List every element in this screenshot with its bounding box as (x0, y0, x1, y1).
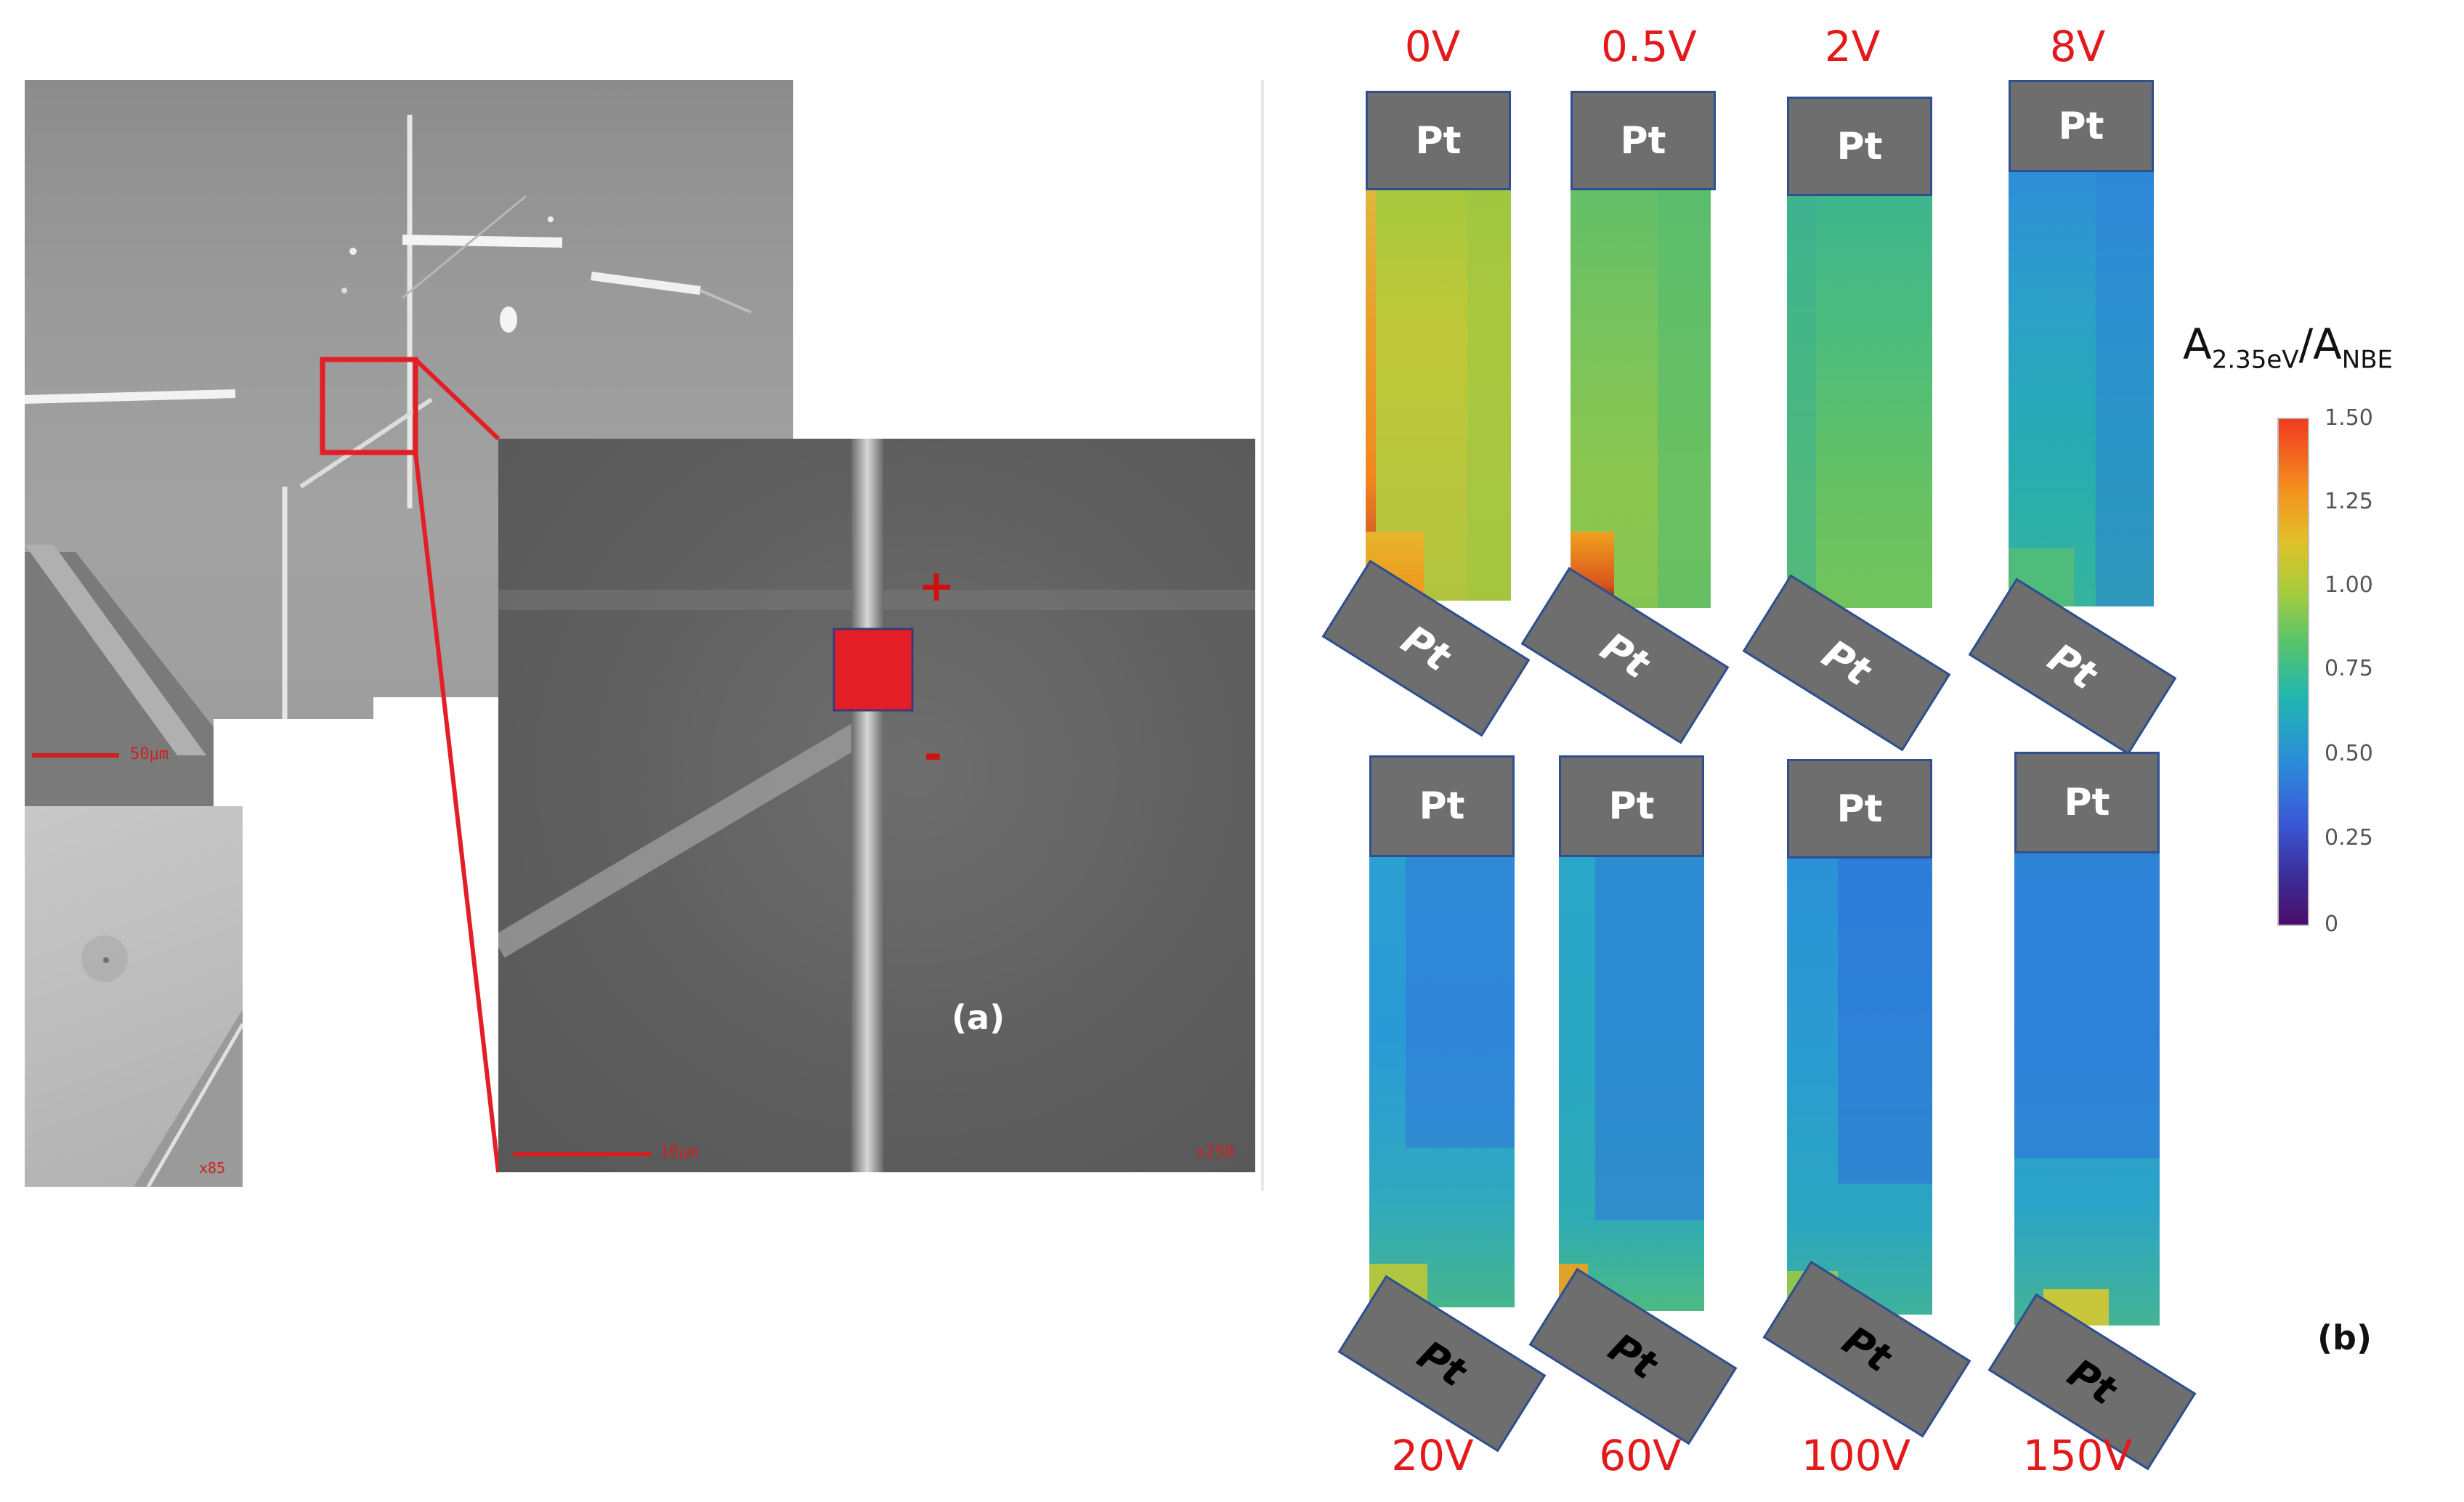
colorbar-tick-2: 1.25 (2325, 489, 2373, 514)
panel-a-label: (a) (952, 998, 1005, 1037)
pt-contact-top-2V: Pt (1787, 97, 1932, 196)
voltage-label-bottom-1: 20V (1391, 1431, 1474, 1480)
cl-map-150V (2014, 853, 2160, 1326)
sem-zoom-drawing (498, 439, 1255, 1172)
colorbar-tick-7: 0 (2325, 912, 2339, 937)
colorbar (2277, 418, 2309, 926)
cl-map-2V (1787, 190, 1932, 608)
cl-map-0.5V (1571, 190, 1711, 608)
cl-map-0V (1366, 190, 1511, 601)
sem-low-mag-inset: x85 (25, 806, 243, 1187)
colorbar-title-sub2: NBE (2341, 345, 2394, 375)
colorbar-tick-6: 0.25 (2325, 825, 2373, 851)
colorbar-title: A2.35eV/ANBE (2183, 320, 2393, 375)
pt-contact-top-8V: Pt (2009, 80, 2154, 172)
colorbar-tick-5: 0.50 (2325, 741, 2373, 766)
colorbar-tick-3: 1.00 (2325, 572, 2373, 598)
pt-contact-top-0V: Pt (1366, 91, 1511, 190)
voltage-label-top-3: 2V (1824, 22, 1881, 71)
voltage-label-top-1: 0V (1404, 22, 1461, 71)
cl-map-8V (2009, 171, 2154, 606)
blank-area (793, 80, 1255, 439)
pt-contact-top-150V: Pt (2014, 752, 2160, 853)
inset-magnification: x85 (199, 1159, 226, 1177)
scale-bar-label-zoom: 10μm (660, 1143, 698, 1161)
sem-zoomed-image: + - (a) 10μm x250 (498, 439, 1255, 1172)
pt-contact-top-0.5V: Pt (1571, 91, 1716, 190)
positive-terminal-label: + (918, 561, 955, 612)
colorbar-title-sub1: 2.35eV (2211, 345, 2299, 375)
pt-contact-top-20V: Pt (1369, 755, 1515, 857)
voltage-label-bottom-4: 150V (2022, 1431, 2133, 1480)
cl-map-100V (1787, 857, 1932, 1315)
colorbar-tick-1: 1.50 (2325, 405, 2373, 431)
voltage-label-bottom-2: 60V (1599, 1431, 1682, 1480)
pt-contact-top-100V: Pt (1787, 759, 1932, 858)
negative-terminal-label: - (924, 729, 942, 780)
voltage-label-top-4: 8V (2049, 22, 2106, 71)
colorbar-title-slash: /A (2298, 320, 2342, 369)
pt-contact-top-60V: Pt (1559, 755, 1704, 857)
colorbar-tick-4: 0.75 (2325, 656, 2373, 681)
scale-bar-label-main: 50μm (130, 745, 169, 763)
sem-inset-drawing (81, 935, 243, 1187)
cl-map-20V (1369, 857, 1515, 1307)
cl-map-60V (1559, 857, 1704, 1311)
panel-b-label: (b) (2317, 1318, 2372, 1357)
colorbar-title-main: A (2183, 320, 2212, 369)
zoom-magnification: x250 (1196, 1143, 1234, 1161)
voltage-label-top-2: 0.5V (1601, 22, 1697, 71)
voltage-label-bottom-3: 100V (1801, 1431, 1911, 1480)
